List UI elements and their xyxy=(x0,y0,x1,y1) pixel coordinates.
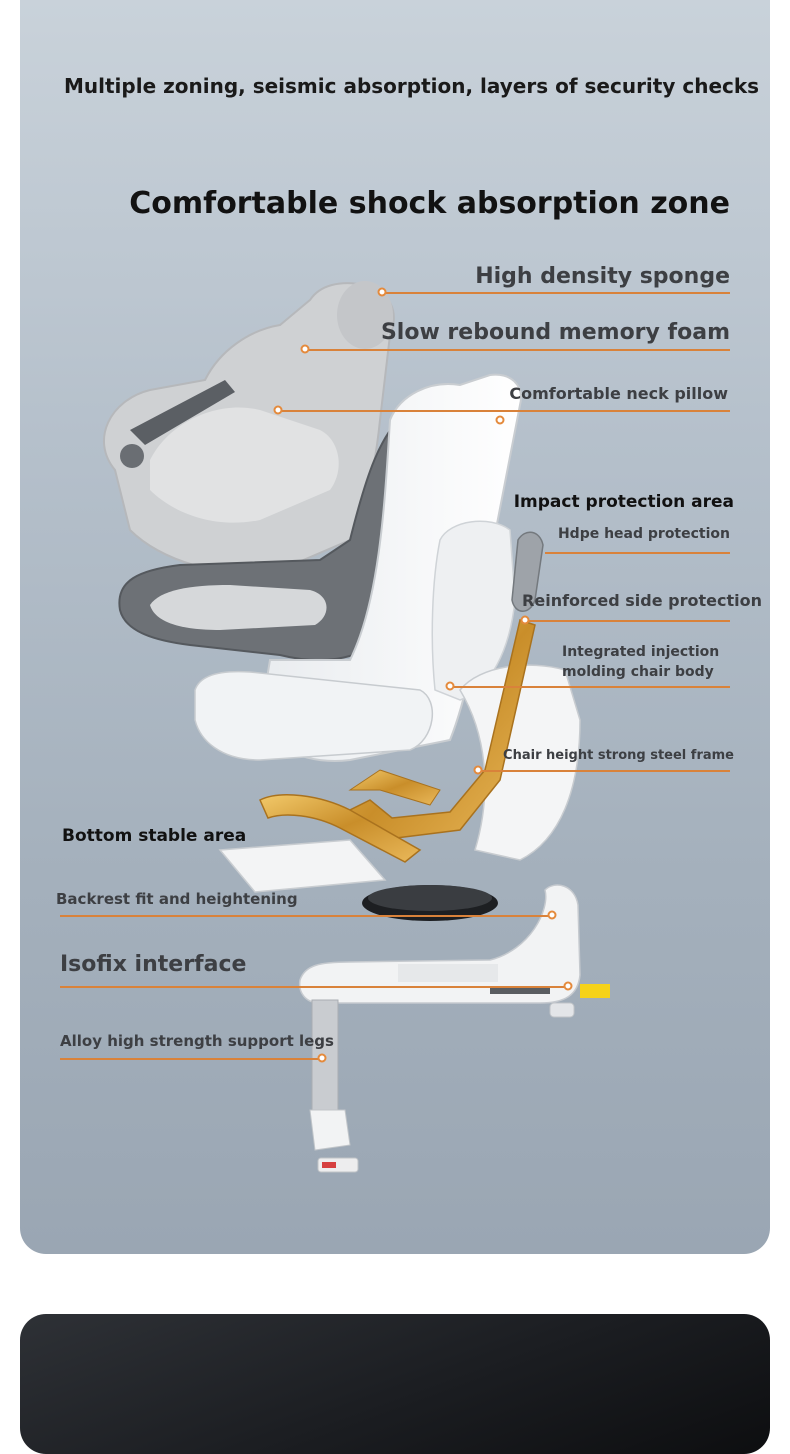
zone-title: Comfortable shock absorption zone xyxy=(129,186,730,221)
callout-line xyxy=(525,620,730,622)
callout-dot xyxy=(273,405,283,415)
label-injection-line1: Integrated injection xyxy=(562,644,720,660)
callout-line xyxy=(450,686,730,688)
label-high-density-sponge: High density sponge xyxy=(475,264,730,289)
label-injection-line2: molding chair body xyxy=(562,664,714,680)
callout-line xyxy=(60,986,568,988)
callout-dot xyxy=(520,615,530,625)
label-neck-pillow: Comfortable neck pillow xyxy=(509,384,728,403)
callout-dot xyxy=(495,415,505,425)
label-side-protection: Reinforced side protection xyxy=(522,591,762,610)
callout-dot xyxy=(300,344,310,354)
callout-line xyxy=(60,915,552,917)
callout-dot xyxy=(563,981,573,991)
callout-dot xyxy=(317,1053,327,1063)
callout-line xyxy=(278,410,730,412)
label-isofix: Isofix interface xyxy=(60,952,247,977)
headline: Multiple zoning, seismic absorption, lay… xyxy=(64,74,760,98)
section-impact-area: Impact protection area xyxy=(513,492,734,512)
section-bottom-area: Bottom stable area xyxy=(62,826,247,846)
label-memory-foam: Slow rebound memory foam xyxy=(380,320,730,345)
label-steel-frame: Chair height strong steel frame xyxy=(503,748,734,763)
callout-line xyxy=(478,770,730,772)
callout-line xyxy=(60,1058,322,1060)
callout-line xyxy=(545,552,730,554)
label-backrest: Backrest fit and heightening xyxy=(56,890,298,908)
car-seat-illustration xyxy=(103,281,610,1173)
label-hdpe-head: Hdpe head protection xyxy=(557,526,730,542)
callout-line xyxy=(382,292,730,294)
callout-dot xyxy=(377,287,387,297)
callout-dot xyxy=(547,910,557,920)
label-support-legs: Alloy high strength support legs xyxy=(60,1032,334,1050)
callout-dot xyxy=(473,765,483,775)
callout-dot xyxy=(445,681,455,691)
feature-card: Multiple zoning, seismic absorption, lay… xyxy=(20,0,770,1254)
callout-line xyxy=(305,349,730,351)
next-section-card xyxy=(20,1314,770,1454)
